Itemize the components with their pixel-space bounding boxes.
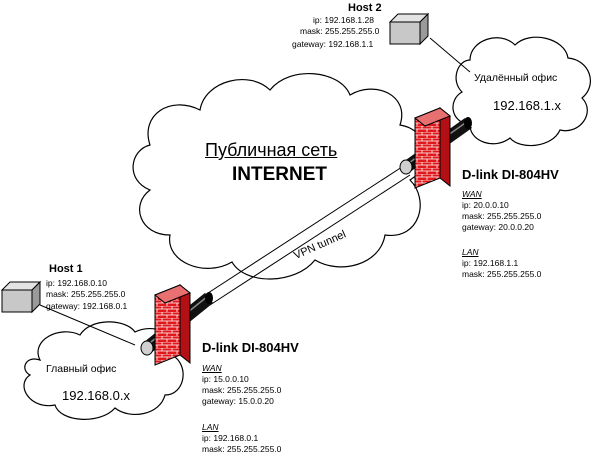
remote-office-network: 192.168.1.x — [493, 98, 561, 113]
vpn-tunnel-line-top — [204, 164, 406, 296]
host2-title: Host 2 — [348, 2, 382, 14]
remote-office-cloud — [452, 36, 591, 147]
router1-wan-mask: mask: 255.255.255.0 — [202, 385, 282, 395]
router2-wan-mask: mask: 255.255.255.0 — [462, 211, 542, 221]
vpn-tunnel-line-bottom — [209, 174, 411, 306]
host2-mask: mask: 255.255.255.0 — [300, 26, 380, 36]
router1-lan-ip: ip: 192.168.0.1 — [202, 433, 259, 443]
router1-name: D-link DI-804HV — [202, 340, 299, 355]
router1-wan-ip: ip: 15.0.0.10 — [202, 374, 249, 384]
host2-link — [429, 37, 471, 73]
main-office-name: Главный офис — [46, 363, 117, 375]
internet-title: Публичная сеть — [205, 140, 338, 160]
router2-firewall — [414, 106, 451, 189]
router2-lan-title: LAN — [462, 247, 479, 257]
host1-mask: mask: 255.255.255.0 — [46, 289, 126, 299]
router2-lan-ip: ip: 192.168.1.1 — [462, 258, 519, 268]
host2-computer-icon — [388, 12, 430, 46]
router2-wan-title: WAN — [462, 189, 482, 199]
router1-lan-mask: mask: 255.255.255.0 — [202, 444, 282, 454]
router2-wan-ip: ip: 20.0.0.10 — [462, 200, 509, 210]
main-office-network: 192.168.0.x — [62, 388, 130, 403]
router1-wan-gateway: gateway: 15.0.0.20 — [202, 396, 274, 406]
host2-ip: ip: 192.168.1.28 — [313, 15, 374, 25]
router2-wan-gateway: gateway: 20.0.0.20 — [462, 222, 534, 232]
remote-office-name: Удалённый офис — [474, 72, 558, 84]
internet-subtitle: INTERNET — [232, 164, 327, 185]
router2-lan-mask: mask: 255.255.255.0 — [462, 269, 542, 279]
host1-title: Host 1 — [49, 263, 83, 275]
host2-gateway: gateway: 192.168.1.1 — [292, 39, 374, 49]
router1-firewall — [154, 283, 191, 366]
host1-computer-icon — [0, 280, 42, 314]
router1-wan-title: WAN — [202, 363, 222, 373]
host1-gateway: gateway: 192.168.0.1 — [46, 301, 128, 311]
internet-cloud — [132, 72, 427, 280]
host1-link — [39, 304, 136, 346]
router2-name: D-link DI-804HV — [462, 167, 559, 182]
host1-ip: ip: 192.168.0.10 — [46, 278, 107, 288]
router1-lan-title: LAN — [202, 422, 219, 432]
